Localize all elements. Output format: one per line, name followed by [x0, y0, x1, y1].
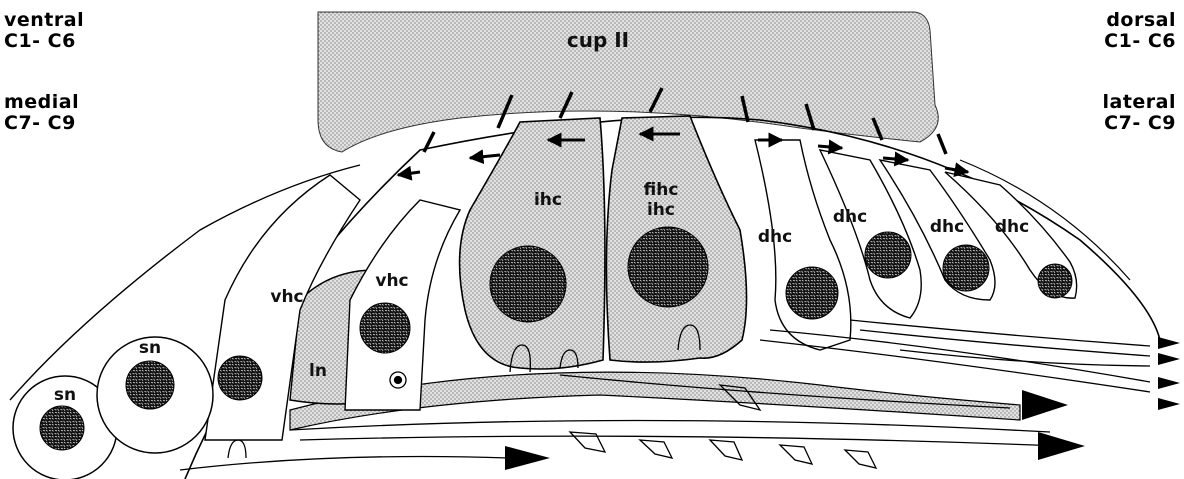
- nucleus: [943, 245, 989, 291]
- label-dhc-3: dhc: [930, 217, 964, 237]
- nerve-fiber: [180, 457, 510, 471]
- polarity-arrow: [470, 155, 500, 158]
- label-ihc: ihc: [534, 190, 562, 210]
- label-dhc-1: dhc: [758, 227, 792, 247]
- label-dhc-2: dhc: [833, 207, 867, 227]
- synaptic-terminal: [640, 440, 672, 458]
- polarity-arrow: [398, 172, 420, 175]
- label-sn-1: sn: [54, 385, 76, 405]
- nucleus: [1038, 264, 1072, 298]
- nucleus: [126, 361, 174, 409]
- polarity-arrow: [818, 146, 842, 148]
- fiber-arrowhead: [1158, 353, 1180, 365]
- synaptic-terminal: [395, 377, 402, 384]
- label-vhc-1: vhc: [270, 287, 303, 307]
- nerve-fiber: [290, 420, 1050, 432]
- vhc-cell: [345, 200, 460, 410]
- polarity-arrow: [883, 158, 908, 160]
- nerve-fiber: [900, 350, 1150, 366]
- synaptic-terminal: [845, 450, 876, 468]
- label-vhc-2: vhc: [375, 271, 408, 291]
- polarity-arrow: [945, 168, 968, 172]
- nucleus: [40, 406, 84, 450]
- label-ln: ln: [309, 361, 327, 381]
- synaptic-terminal: [710, 440, 742, 460]
- nucleus: [628, 227, 708, 307]
- nucleus: [490, 246, 566, 322]
- kinocilium: [938, 134, 946, 154]
- nucleus: [360, 303, 410, 353]
- nerve-fiber: [300, 436, 1060, 446]
- nerve-fiber: [850, 320, 1150, 346]
- nucleus: [786, 267, 838, 319]
- label-fihc-ihc: ihc: [647, 200, 675, 220]
- fiber-arrowhead: [505, 446, 550, 470]
- synaptic-terminal: [228, 440, 246, 458]
- label-fihc: fihc: [644, 180, 679, 200]
- fiber-arrowhead: [1158, 377, 1180, 389]
- cupula-label: cup II: [567, 28, 629, 52]
- label-sn-2: sn: [139, 338, 161, 358]
- nucleus: [865, 232, 911, 278]
- fiber-arrowhead: [1158, 398, 1180, 410]
- synaptic-terminal: [780, 445, 812, 464]
- fiber-arrowhead: [1038, 432, 1085, 460]
- fiber-arrowhead: [1022, 390, 1068, 420]
- fiber-arrowhead: [1158, 337, 1180, 349]
- label-dhc-4: dhc: [995, 217, 1029, 237]
- nucleus: [218, 356, 262, 400]
- synaptic-terminal: [570, 432, 605, 452]
